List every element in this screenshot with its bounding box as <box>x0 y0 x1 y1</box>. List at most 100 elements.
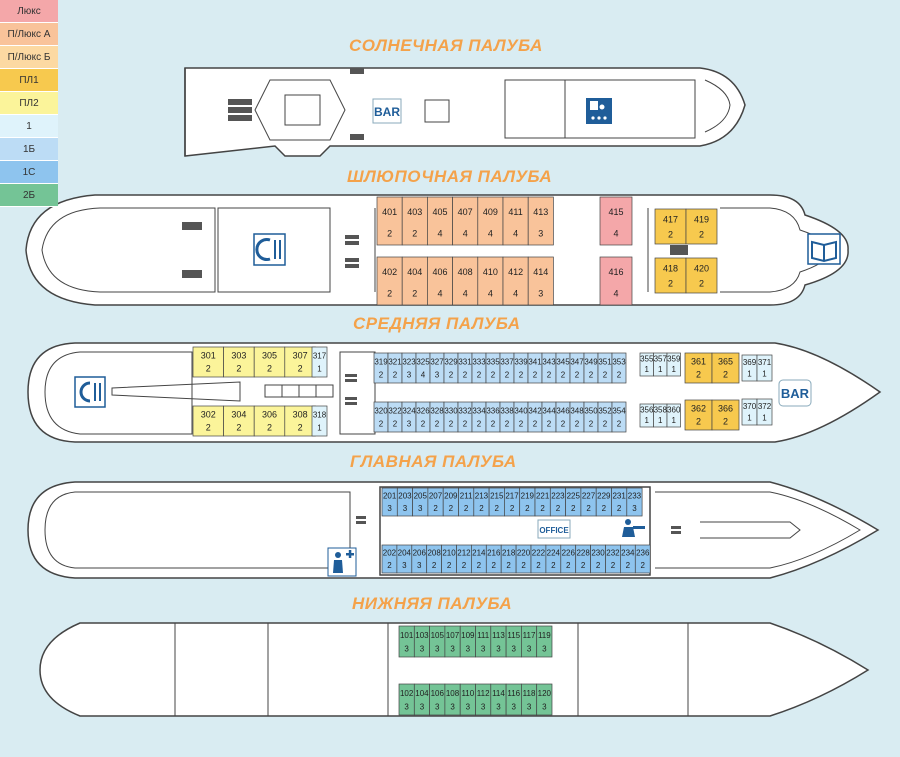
cabin-412[interactable] <box>502 256 529 306</box>
cabin-420[interactable] <box>685 257 718 294</box>
cabin-number: 326 <box>416 406 430 415</box>
cabin-number: 408 <box>458 267 473 277</box>
cabin-places: 2 <box>596 561 601 570</box>
cabin-419[interactable] <box>685 208 718 245</box>
cabin-places: 2 <box>589 420 594 429</box>
cabin-places: 4 <box>513 228 518 238</box>
cabin-407[interactable] <box>452 196 479 246</box>
cabin-places: 1 <box>672 416 677 425</box>
lower-deck <box>39 622 870 717</box>
cabin-403[interactable] <box>401 196 428 246</box>
cabin-305[interactable] <box>253 346 286 378</box>
cabin-number: 219 <box>521 492 535 501</box>
cabin-number: 403 <box>407 207 422 217</box>
cabin-places: 2 <box>668 279 673 289</box>
cabin-places: 2 <box>298 364 303 374</box>
cabin-416[interactable] <box>599 256 633 306</box>
cabin-number: 106 <box>431 689 445 698</box>
cabin-number: 359 <box>667 355 681 364</box>
cabin-number: 344 <box>542 406 556 415</box>
cabin-236[interactable] <box>634 544 651 574</box>
cabin-414[interactable] <box>527 256 554 306</box>
cabin-409[interactable] <box>477 196 504 246</box>
cabin-307[interactable] <box>284 346 316 378</box>
cabin-number: 116 <box>507 689 520 698</box>
cabin-318[interactable] <box>311 405 328 437</box>
cabin-411[interactable] <box>502 196 529 246</box>
cabin-372[interactable] <box>756 398 773 426</box>
cabin-places: 2 <box>581 561 586 570</box>
cabin-number: 323 <box>402 357 416 366</box>
cabin-233[interactable] <box>626 487 643 517</box>
cabin-number: 232 <box>606 549 620 558</box>
cabin-number: 416 <box>608 267 623 277</box>
cabin-119[interactable] <box>536 625 553 658</box>
cabin-number: 402 <box>382 267 397 277</box>
office-sign: OFFICE <box>537 519 571 539</box>
cabin-number: 341 <box>528 357 542 366</box>
cabin-number: 112 <box>477 689 490 698</box>
cabin-places: 2 <box>521 561 526 570</box>
cabin-places: 3 <box>481 644 486 653</box>
cabin-places: 2 <box>540 504 545 513</box>
cabin-417[interactable] <box>654 208 687 245</box>
legend-item-c2b: 2Б <box>0 184 58 207</box>
cabin-places: 3 <box>466 644 471 653</box>
cabin-404[interactable] <box>401 256 428 306</box>
cabin-places: 1 <box>672 365 677 374</box>
cabin-308[interactable] <box>284 405 316 437</box>
cabin-415[interactable] <box>599 196 633 246</box>
cabin-304[interactable] <box>223 405 255 437</box>
cabin-410[interactable] <box>477 256 504 306</box>
cabin-places: 2 <box>586 504 591 513</box>
cabin-401[interactable] <box>376 196 403 246</box>
cabin-number: 222 <box>532 549 546 558</box>
cabin-number: 351 <box>598 357 612 366</box>
cabin-places: 2 <box>626 561 631 570</box>
cabin-402[interactable] <box>376 256 403 306</box>
legend-item-plux_a: П/Люкс А <box>0 23 58 46</box>
cabin-places: 2 <box>477 371 482 380</box>
cabin-places: 3 <box>450 644 455 653</box>
cabin-number: 361 <box>691 356 706 366</box>
cabin-number: 302 <box>201 409 216 419</box>
cabin-418[interactable] <box>654 257 687 294</box>
cabin-303[interactable] <box>223 346 255 378</box>
cabin-301[interactable] <box>192 346 224 378</box>
cabin-places: 2 <box>519 420 524 429</box>
cabin-places: 3 <box>450 702 455 711</box>
cabin-413[interactable] <box>527 196 554 246</box>
cabin-360[interactable] <box>666 403 681 428</box>
cabin-406[interactable] <box>427 256 453 306</box>
cabin-number: 357 <box>654 355 668 364</box>
cabin-places: 2 <box>387 288 392 298</box>
cabin-317[interactable] <box>311 346 328 378</box>
cabin-places: 2 <box>267 364 272 374</box>
cabin-365[interactable] <box>711 352 740 384</box>
cabin-places: 2 <box>566 561 571 570</box>
cabin-number: 372 <box>758 402 772 411</box>
cabin-306[interactable] <box>253 405 286 437</box>
cabin-places: 3 <box>496 644 501 653</box>
cabin-places: 4 <box>613 288 618 298</box>
cabin-362[interactable] <box>684 399 713 431</box>
cabin-371[interactable] <box>756 354 773 382</box>
cabin-places: 2 <box>547 420 552 429</box>
cabin-number: 228 <box>576 549 590 558</box>
cabin-places: 1 <box>658 416 663 425</box>
cabin-number: 119 <box>538 631 551 640</box>
cabin-354[interactable] <box>611 401 627 433</box>
cabin-places: 2 <box>505 371 510 380</box>
cabin-places: 2 <box>696 417 701 427</box>
cabin-places: 2 <box>464 504 469 513</box>
cabin-places: 4 <box>437 288 442 298</box>
cabin-places: 1 <box>658 365 663 374</box>
cabin-359[interactable] <box>666 352 681 377</box>
cabin-places: 2 <box>575 420 580 429</box>
main-deck <box>27 481 880 579</box>
cabin-number: 335 <box>486 357 500 366</box>
cabin-361[interactable] <box>684 352 713 384</box>
cabin-120[interactable] <box>536 683 553 716</box>
cabin-353[interactable] <box>611 352 627 384</box>
cabin-366[interactable] <box>711 399 740 431</box>
